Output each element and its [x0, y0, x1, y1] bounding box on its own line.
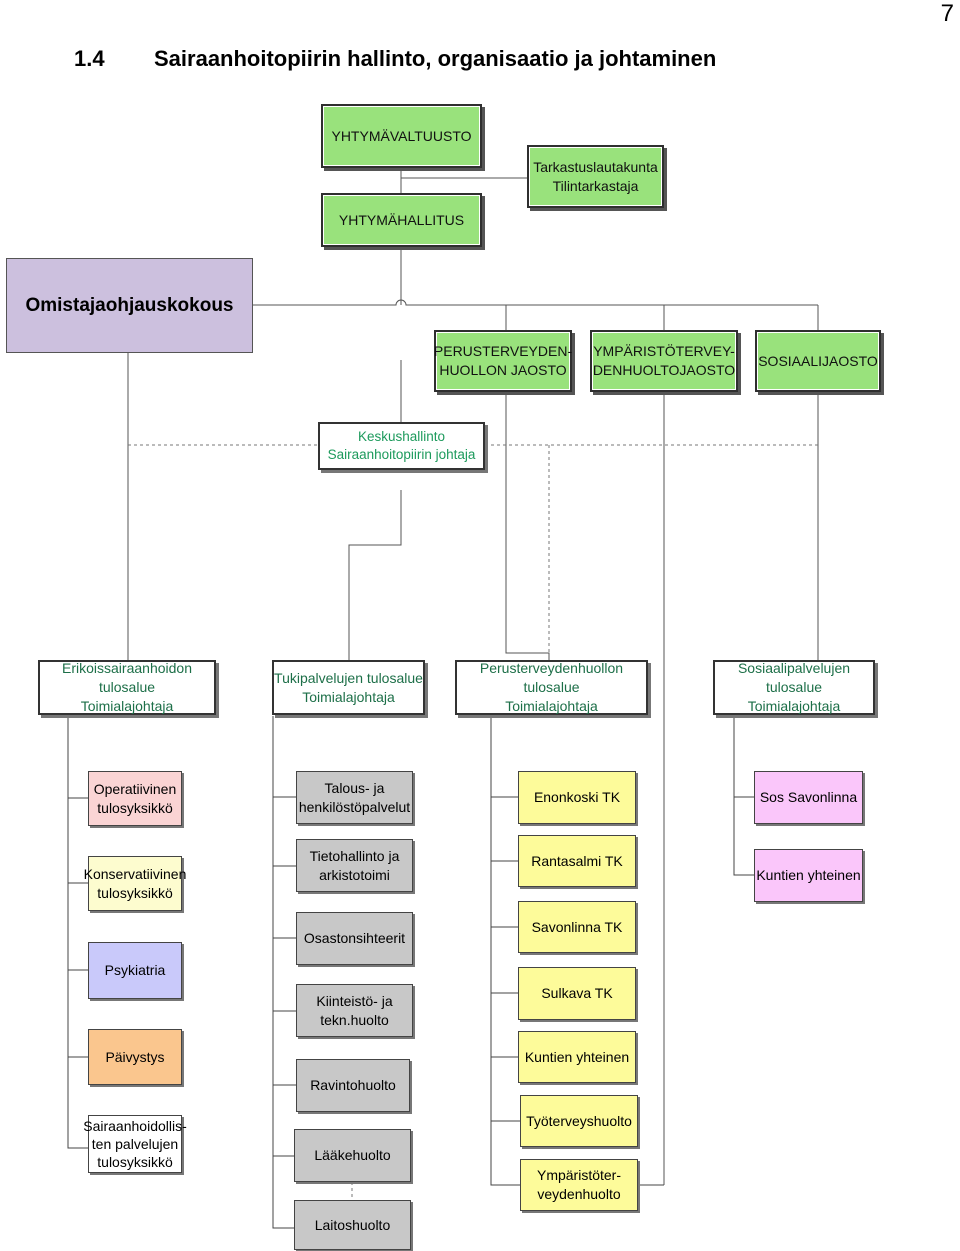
unit-it-archives: Tietohallinto ja arkistotoimi	[296, 839, 413, 892]
unit-line: Sos Savonlinna	[759, 789, 858, 806]
section-number: 1.4	[74, 46, 105, 71]
unit-line: Konservatiivinen	[83, 865, 187, 882]
area-role: Toimialajohtaja	[747, 697, 841, 714]
unit-property-maintenance: Kiinteistö- ja tekn.huolto	[296, 984, 413, 1037]
unit-line: Työterveyshuolto	[526, 1112, 632, 1129]
unit-line: tekn.huolto	[320, 1011, 389, 1028]
unit-line: Talous- ja	[324, 779, 385, 796]
area-name: Erikoissairaanhoidon tulosalue	[62, 660, 192, 696]
unit-sos-savonlinna: Sos Savonlinna	[754, 771, 863, 824]
unit-line: Päivystys	[105, 1048, 165, 1065]
area-role: Toimialajohtaja	[80, 697, 174, 714]
unit-occupational-health: Työterveyshuolto	[520, 1095, 638, 1147]
board-box: YHTYMÄHALLITUS	[321, 193, 482, 247]
unit-line: Kuntien yhteinen	[524, 1048, 630, 1065]
unit-line: Kuntien yhteinen	[756, 867, 861, 884]
committee-environmental-health: YMPÄRISTÖTERVEY- DENHUOLTOJAOSTO	[590, 330, 738, 392]
director-label: Sairaanhoitopiirin johtaja	[327, 447, 476, 462]
area-name: Sosiaalipalvelujen tulosalue	[737, 660, 851, 696]
unit-line: arkistotoimi	[319, 866, 390, 883]
committee-social: SOSIAALIJAOSTO	[755, 330, 881, 392]
unit-line: tulosyksikkö	[97, 884, 173, 901]
area-role: Toimialajohtaja	[302, 688, 395, 705]
unit-enonkoski-hc: Enonkoski TK	[518, 771, 636, 824]
unit-rantasalmi-hc: Rantasalmi TK	[518, 835, 636, 887]
unit-line: Sulkava TK	[541, 985, 613, 1002]
council-box: YHTYMÄVALTUUSTO	[321, 104, 482, 168]
area-social-services: Sosiaalipalvelujen tulosalue Toimialajoh…	[713, 660, 875, 715]
unit-line: tulosyksikkö	[97, 799, 173, 816]
unit-line: Psykiatria	[104, 962, 166, 979]
area-role: Toimialajohtaja	[505, 697, 598, 714]
unit-social-municipal-joint: Kuntien yhteinen	[754, 849, 863, 902]
unit-line: Operatiivinen	[93, 780, 177, 797]
central-admin-box: Keskushallinto Sairaanhoitopiirin johtaj…	[318, 422, 485, 470]
unit-line: Savonlinna TK	[531, 918, 623, 935]
unit-line: veydenhuolto	[537, 1186, 621, 1202]
unit-environmental-health: Ympäristöter- veydenhuolto	[520, 1159, 638, 1211]
committee-line: HUOLLON JAOSTO	[439, 362, 567, 378]
owner-meeting-box: Omistajaohjauskokous	[6, 258, 253, 353]
auditor-label: Tilintarkastaja	[552, 177, 639, 194]
unit-municipal-joint: Kuntien yhteinen	[518, 1031, 636, 1083]
unit-finance-hr: Talous- ja henkilöstöpalvelut	[296, 771, 413, 824]
unit-conservative: Konservatiivinen tulosyksikkö	[84, 856, 186, 911]
unit-line: henkilöstöpalvelut	[298, 798, 411, 815]
unit-nursing-services: Sairaanhoidollis- ten palvelujen tulosyk…	[83, 1115, 187, 1173]
committee-line: SOSIAALIJAOSTO	[758, 352, 878, 369]
unit-operative: Operatiivinen tulosyksikkö	[88, 771, 182, 826]
unit-ward-secretaries: Osastonsihteerit	[296, 912, 413, 965]
central-admin-label: Keskushallinto	[357, 428, 446, 444]
unit-line: Tietohallinto ja	[309, 847, 400, 864]
committee-line: DENHUOLTOJAOSTO	[592, 362, 736, 378]
unit-catering: Ravintohuolto	[296, 1059, 410, 1112]
committee-line: PERUSTERVEYDEN-	[433, 343, 573, 360]
unit-line: Laitoshuolto	[314, 1216, 391, 1233]
owner-meeting-label: Omistajaohjauskokous	[25, 294, 234, 316]
committee-line: YMPÄRISTÖTERVEY-	[593, 343, 735, 360]
audit-committee-label: Tarkastuslautakunta	[533, 158, 658, 175]
committee-primary-health: PERUSTERVEYDEN- HUOLLON JAOSTO	[434, 330, 572, 392]
council-label: YHTYMÄVALTUUSTO	[331, 127, 472, 144]
unit-line: Osastonsihteerit	[303, 930, 406, 947]
unit-line: Lääkehuolto	[314, 1147, 391, 1164]
area-name: Perusterveydenhuollon tulosalue	[479, 660, 624, 696]
unit-savonlinna-hc: Savonlinna TK	[518, 901, 636, 953]
page-title: 1.4 Sairaanhoitopiirin hallinto, organisa…	[74, 46, 716, 72]
unit-line: Rantasalmi TK	[531, 852, 623, 869]
unit-line: Enonkoski TK	[533, 789, 621, 806]
unit-line: Ravintohuolto	[310, 1077, 396, 1094]
unit-line: ten palvelujen	[91, 1135, 179, 1152]
unit-line: tulosyksikkö	[97, 1154, 173, 1171]
area-primary-health: Perusterveydenhuollon tulosalue Toimiala…	[455, 660, 648, 715]
section-title: Sairaanhoitopiirin hallinto, organisaati…	[154, 46, 717, 71]
unit-sulkava-hc: Sulkava TK	[518, 967, 636, 1020]
unit-emergency: Päivystys	[88, 1029, 182, 1085]
unit-pharmacy: Lääkehuolto	[294, 1129, 411, 1182]
unit-line: Kiinteistö- ja	[316, 992, 393, 1009]
area-name: Tukipalvelujen tulosalue	[274, 669, 423, 686]
unit-facility-cleaning: Laitoshuolto	[294, 1200, 411, 1250]
page-number: 7	[940, 0, 954, 27]
audit-box: Tarkastuslautakunta Tilintarkastaja	[527, 145, 664, 208]
area-specialized-care: Erikoissairaanhoidon tulosalue Toimialaj…	[38, 660, 216, 715]
area-support-services: Tukipalvelujen tulosalue Toimialajohtaja	[272, 660, 425, 715]
unit-psychiatry: Psykiatria	[88, 942, 182, 999]
unit-line: Sairaanhoidollis-	[83, 1117, 187, 1134]
unit-line: Ympäristöter-	[536, 1167, 622, 1184]
board-label: YHTYMÄHALLITUS	[338, 211, 465, 228]
